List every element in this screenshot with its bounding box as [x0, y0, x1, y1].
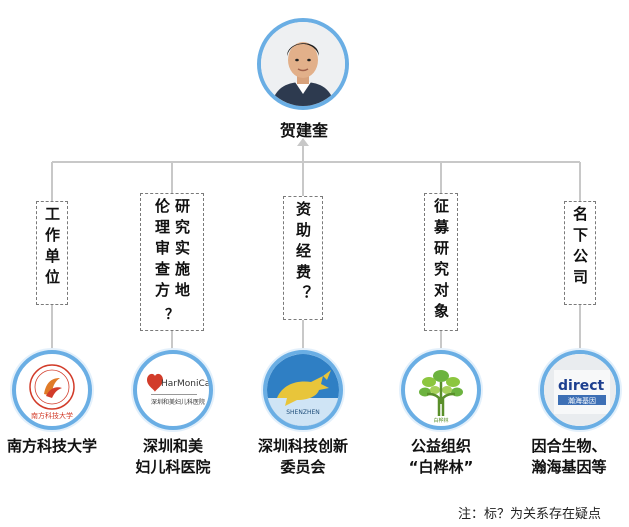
- relation-text: 资助经费？: [294, 201, 312, 306]
- relation-label-4: 征募研究对象: [424, 193, 458, 331]
- entity-line: 委员会: [280, 458, 326, 476]
- entity-name-3: 深圳科技创新 委员会: [243, 436, 363, 478]
- entity-line: 深圳和美: [142, 437, 203, 455]
- relation-label-5: 名下公司: [564, 201, 596, 305]
- relation-label-3: 资助经费？: [283, 196, 323, 320]
- relation-label-1: 工作单位: [36, 201, 68, 305]
- direct-logo-text: direct: [558, 378, 605, 394]
- direct-logo-subtext: 瀚海基因: [568, 396, 596, 405]
- direct-logo: direct 瀚海基因: [540, 350, 620, 430]
- harmonicare-logo-text: HarMoniCare: [161, 379, 209, 389]
- relation-text: 名下公司: [571, 206, 589, 290]
- entity-line: 深圳科技创新: [257, 437, 348, 455]
- entity-name-4: 公益组织 “白桦林”: [381, 436, 501, 478]
- relation-text: 伦理审查方: [153, 198, 171, 303]
- harmonicare-logo: HarMoniCare 深圳和美妇儿科医院: [133, 350, 213, 430]
- person-name: 贺建奎: [279, 121, 328, 140]
- entity-line: 瀚海基因等: [531, 458, 607, 476]
- entity-name-1: 南方科技大学: [0, 436, 112, 457]
- relation-label-2: 研究实施地 伦理审查方 ？: [140, 193, 204, 331]
- entity-line: 妇儿科医院: [135, 458, 211, 476]
- bull-logo: SHENZHEN: [263, 350, 343, 430]
- footnote: 注：标？为关系存在疑点: [458, 507, 602, 522]
- svg-text:白桦林: 白桦林: [433, 417, 448, 424]
- tree-logo: 白桦林: [401, 350, 481, 430]
- entity-line: 因合生物、: [531, 437, 607, 455]
- person-avatar: [257, 18, 349, 110]
- relation-text: 研究实施地: [173, 198, 191, 303]
- entity-line: 南方科技大学: [6, 437, 97, 455]
- entity-name-5: 因合生物、 瀚海基因等: [509, 436, 629, 478]
- question-mark: ？: [165, 307, 179, 323]
- entity-line: 公益组织: [410, 437, 471, 455]
- svg-text:SHENZHEN: SHENZHEN: [286, 409, 320, 416]
- relation-text: 工作单位: [43, 206, 61, 290]
- sustech-logo: 南方科技大学: [12, 350, 92, 430]
- arrow-head: [297, 138, 309, 146]
- relation-text: 征募研究对象: [432, 198, 450, 324]
- entity-name-2: 深圳和美 妇儿科医院: [113, 436, 233, 478]
- svg-text:南方科技大学: 南方科技大学: [31, 411, 73, 420]
- entity-line: “白桦林”: [408, 458, 474, 476]
- svg-text:深圳和美妇儿科医院: 深圳和美妇儿科医院: [151, 398, 205, 406]
